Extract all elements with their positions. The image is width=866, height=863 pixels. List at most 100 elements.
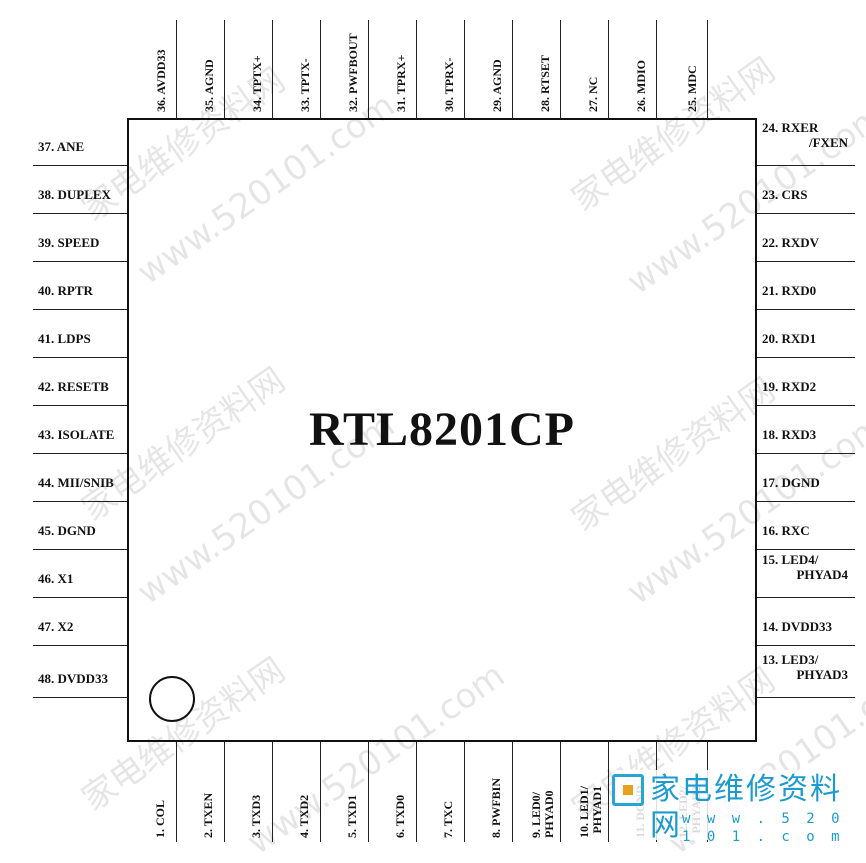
pin-label-right: 17. DGND (762, 475, 854, 490)
pin-line-top (272, 20, 273, 118)
pin-line-top (224, 20, 225, 118)
pin-line-top (320, 20, 321, 118)
pin-label-bottom-line1: 4. TXD2 (297, 794, 311, 838)
pin-line-top (464, 20, 465, 118)
pin-line-top (707, 20, 708, 118)
pin-line-right (757, 261, 855, 262)
pin-line-top (176, 20, 177, 118)
pin-label-right-line1: 24. RXER (762, 120, 819, 135)
pin-line-left (33, 697, 127, 698)
pin-label-left: 37. ANE (38, 139, 85, 154)
pin-line-left (33, 453, 127, 454)
pin-label-bottom-line1: 8. PWFBIN (489, 778, 503, 838)
pin-line-bottom (224, 742, 225, 842)
pin-line-right (757, 501, 855, 502)
chip-name: RTL8201CP (309, 403, 575, 456)
pin-line-top (560, 20, 561, 118)
pin-label-bottom-line1: 2. TXEN (201, 792, 215, 838)
pin-label-top: 34. TPTX+ (250, 55, 264, 112)
pin-label-bottom: 9. LED0/PHYAD0 (529, 790, 556, 838)
pin-line-bottom (608, 742, 609, 842)
pin-label-bottom: 5. TXD1 (345, 795, 359, 838)
pin-label-left: 40. RPTR (38, 283, 93, 298)
pin-label-top: 30. TPRX- (442, 57, 456, 112)
pin-label-bottom: 8. PWFBIN (489, 778, 503, 838)
pin-label-top: 29. AGND (490, 59, 504, 112)
pin-label-right-line1: 16. RXC (762, 523, 810, 538)
pin-label-bottom: 6. TXD0 (393, 794, 407, 838)
pin-line-left (33, 405, 127, 406)
pin-line-bottom (320, 742, 321, 842)
pin-line-top (368, 20, 369, 118)
pin-line-bottom (560, 742, 561, 842)
pin-label-bottom: 7. TXC (441, 801, 455, 838)
pin-line-left (33, 213, 127, 214)
pin-line-left (33, 261, 127, 262)
pin-line-top (656, 20, 657, 118)
pin-label-left: 43. ISOLATE (38, 427, 115, 442)
pin-line-left (33, 165, 127, 166)
logo-icon (612, 774, 644, 806)
pin-line-left (33, 501, 127, 502)
logo-text: 家电维修资料网 (650, 772, 842, 843)
pin-label-top: 31. TPRX+ (394, 54, 408, 112)
chip-body (127, 118, 757, 742)
pin-label-right-line2: PHYAD4 (796, 567, 848, 582)
pin-label-right: 16. RXC (762, 523, 854, 538)
pin-line-right (757, 597, 855, 598)
pin-line-left (33, 309, 127, 310)
pin-line-right (757, 453, 855, 454)
pin-line-bottom (416, 742, 417, 842)
pin-line-top (608, 20, 609, 118)
pin-line-bottom (368, 742, 369, 842)
pin-label-right-line1: 14. DVDD33 (762, 619, 833, 634)
pin-label-left: 42. RESETB (38, 379, 109, 394)
pin-line-right (757, 549, 855, 550)
pin-label-bottom: 1. COL (153, 800, 167, 838)
pin-label-right-line1: 23. CRS (762, 187, 808, 202)
pin-label-left: 45. DGND (38, 523, 96, 538)
pin1-indicator (149, 676, 195, 722)
pin-label-right: 13. LED3/PHYAD3 (762, 652, 854, 682)
pin-label-top: 25. MDC (685, 65, 699, 112)
logo-url: w w w . 5 2 0 1 0 1 . c o m (682, 811, 844, 845)
pin-label-left: 41. LDPS (38, 331, 91, 346)
pin-label-right-line1: 13. LED3/ (762, 652, 819, 667)
pin-label-right-line1: 15. LED4/ (762, 552, 819, 567)
pin-line-left (33, 597, 127, 598)
pin-label-bottom: 3. TXD3 (249, 795, 263, 838)
pin-label-left: 46. X1 (38, 571, 74, 586)
pin-label-right-line1: 18. RXD3 (762, 427, 817, 442)
pin-label-top: 27. NC (586, 76, 600, 112)
pin-line-right (757, 213, 855, 214)
pin-label-left: 48. DVDD33 (38, 671, 109, 686)
pin-line-left (33, 357, 127, 358)
pin-label-top: 32. PWFBOUT (346, 33, 360, 112)
pin-label-bottom-line2: PHYAD0 (542, 790, 556, 838)
pin-label-right-line1: 21. RXD0 (762, 283, 817, 298)
pin-label-right: 22. RXDV (762, 235, 854, 250)
pin-line-bottom (176, 742, 177, 842)
pin-label-top: 26. MDIO (634, 60, 648, 112)
pin-line-right (757, 309, 855, 310)
pin-label-top: 33. TPTX- (298, 58, 312, 112)
pin-line-bottom (464, 742, 465, 842)
pin-line-top (416, 20, 417, 118)
pin-label-right-line1: 17. DGND (762, 475, 820, 490)
pin-label-bottom-line1: 6. TXD0 (393, 794, 407, 838)
pin-line-right (757, 405, 855, 406)
pin-line-right (757, 357, 855, 358)
pin-label-right: 19. RXD2 (762, 379, 854, 394)
pin-label-right: 20. RXD1 (762, 331, 854, 346)
pin-line-right (757, 165, 855, 166)
pin-line-bottom (512, 742, 513, 842)
pin-label-bottom-line2: PHYAD1 (590, 785, 604, 834)
pin-label-bottom: 4. TXD2 (297, 794, 311, 838)
pin-label-right-line2: /FXEN (809, 135, 848, 150)
pin-line-right (757, 645, 855, 646)
pin-label-right: 15. LED4/PHYAD4 (762, 552, 854, 582)
pin-line-left (33, 549, 127, 550)
pin-label-right: 18. RXD3 (762, 427, 854, 442)
pin-label-top: 36. AVDD33 (154, 49, 168, 112)
